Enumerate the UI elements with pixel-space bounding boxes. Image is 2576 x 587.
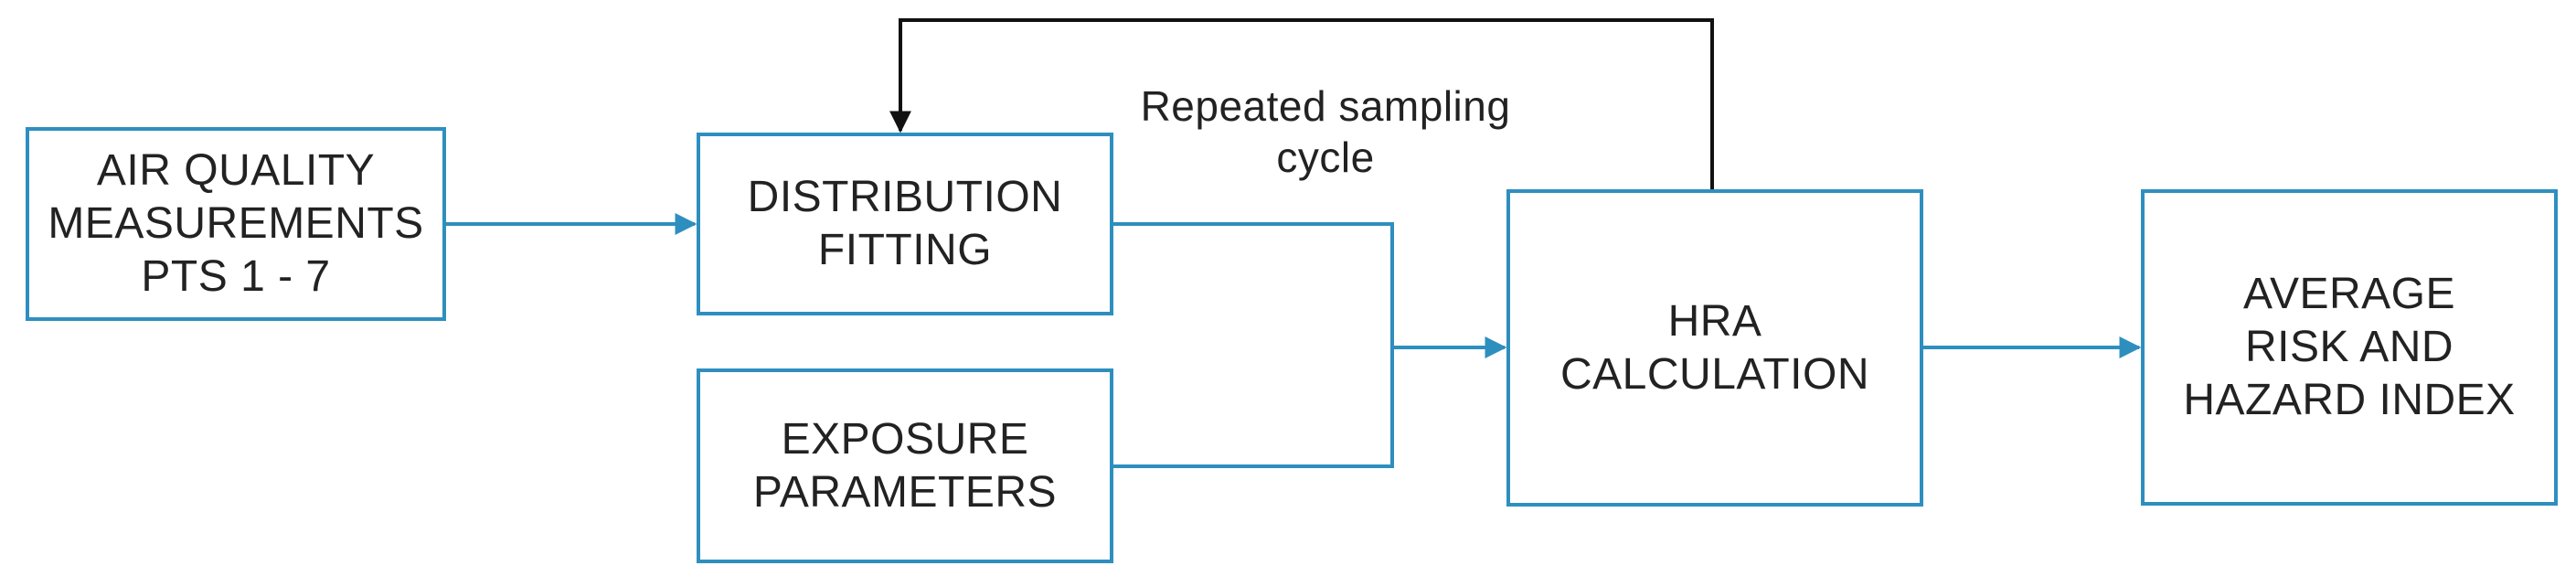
node-exposure-parameters: EXPOSURE PARAMETERS — [697, 368, 1113, 563]
node-average-risk-label: AVERAGE RISK AND HAZARD INDEX — [2183, 270, 2516, 424]
node-average-risk-hazard-index: AVERAGE RISK AND HAZARD INDEX — [2141, 189, 2558, 506]
node-hra-calculation-label: HRA CALCULATION — [1559, 296, 1869, 399]
node-exposure-parameters-label: EXPOSURE PARAMETERS — [752, 414, 1058, 517]
node-distribution-fitting: DISTRIBUTION FITTING — [697, 133, 1113, 315]
node-distribution-fitting-label: DISTRIBUTION FITTING — [747, 173, 1063, 274]
connector-distribution-to-merge — [1113, 222, 1394, 347]
loop-caption: Repeated sampling cycle — [1140, 82, 1511, 181]
connector-exposure-to-merge — [1113, 347, 1394, 468]
node-hra-calculation: HRA CALCULATION — [1506, 189, 1923, 507]
node-air-quality-label: AIR QUALITY MEASUREMENTS PTS 1 - 7 — [48, 146, 424, 301]
node-air-quality-measurements: AIR QUALITY MEASUREMENTS PTS 1 - 7 — [26, 127, 446, 321]
feedback-loop-arrow — [889, 18, 1714, 189]
